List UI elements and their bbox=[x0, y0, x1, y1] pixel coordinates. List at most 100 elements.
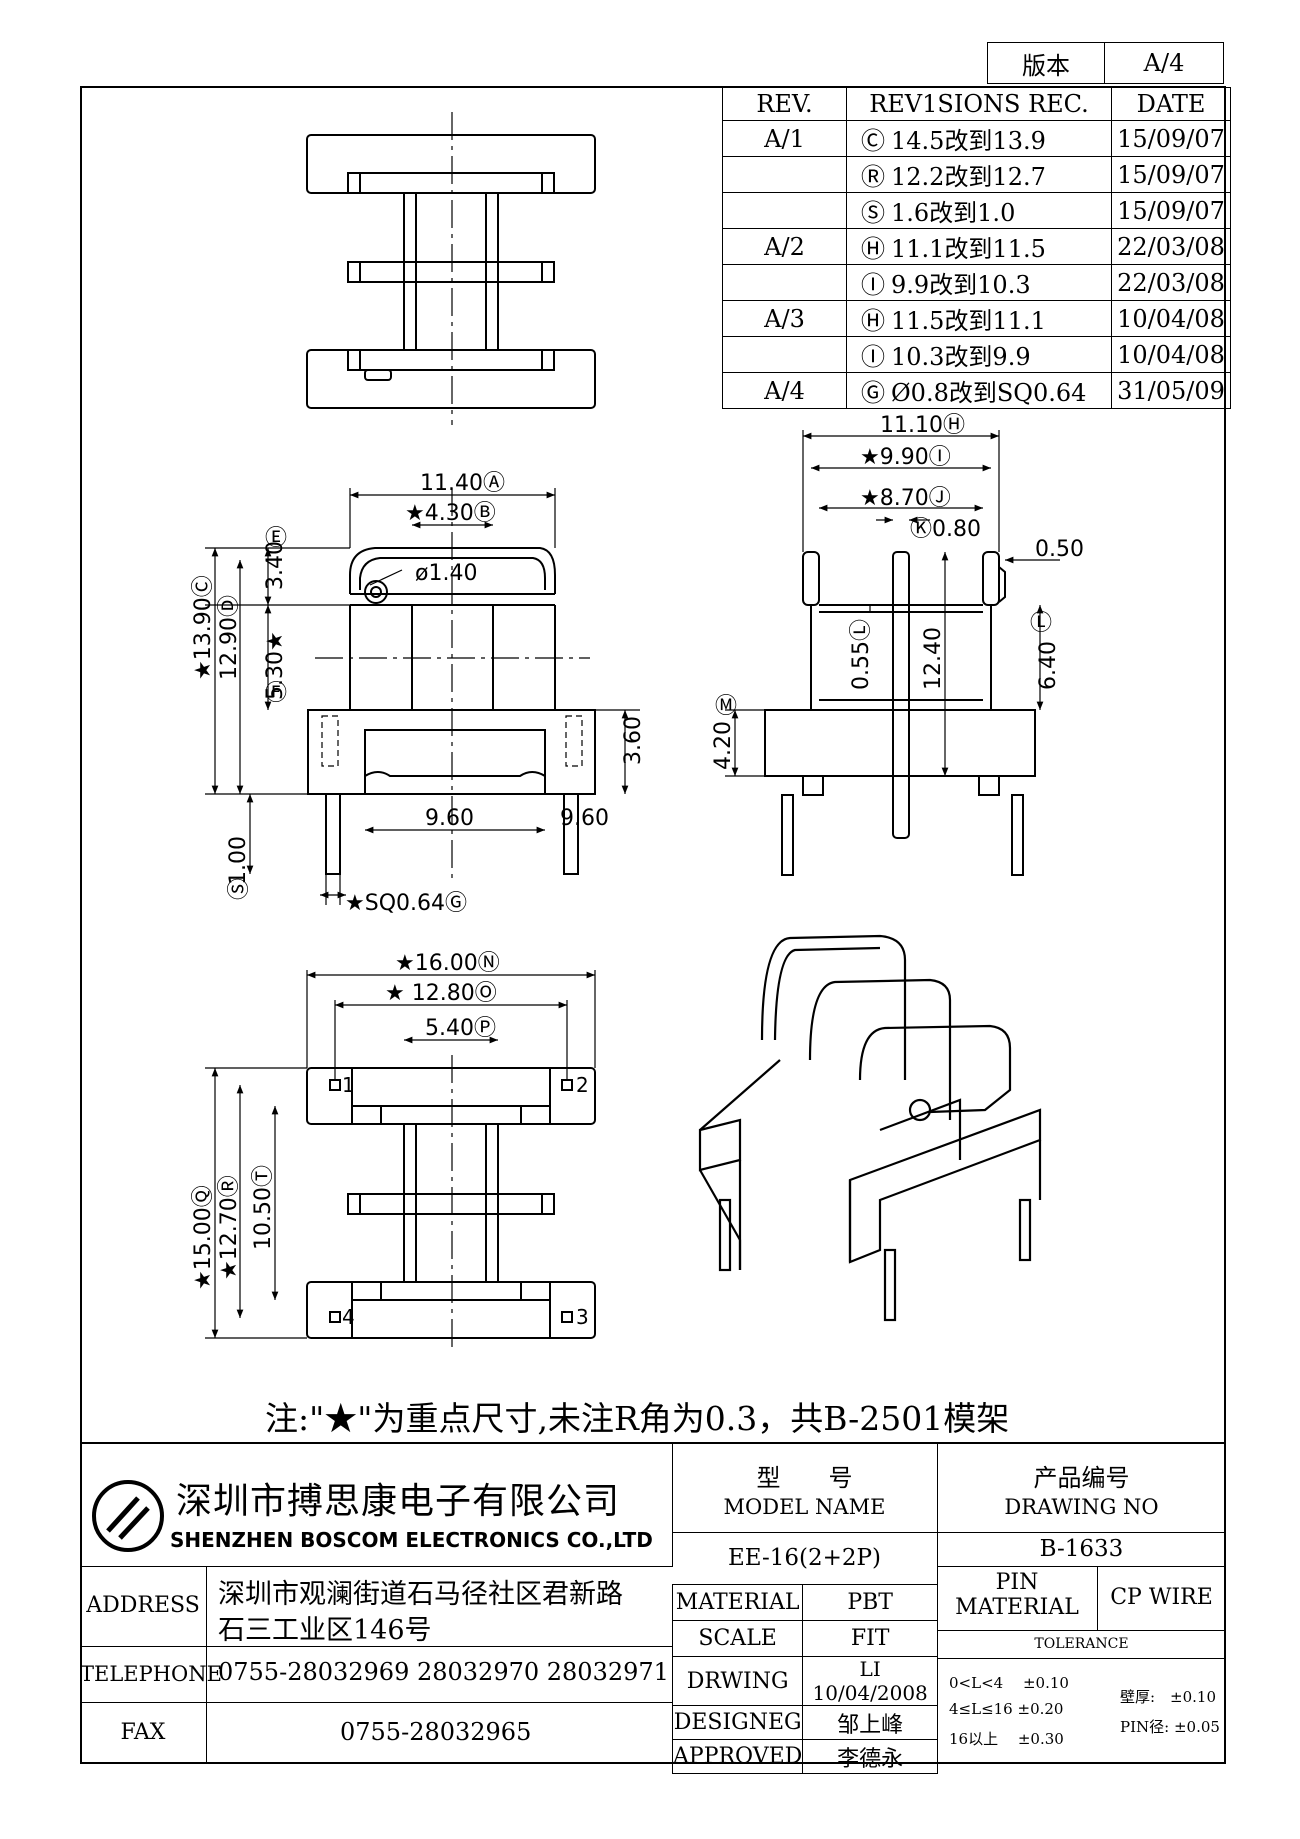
tol-2: 4≤L≤16 ±0.20 bbox=[949, 1700, 1064, 1718]
revision-mark-icon: Ⓖ bbox=[861, 379, 885, 407]
dim-lines-bottom bbox=[205, 970, 596, 1339]
title-block: 深圳市搏思康电子有限公司 SHENZHEN BOSCOM ELECTRONICS… bbox=[80, 1442, 1226, 1774]
technical-drawing: 11.40Ⓐ ★4.30Ⓑ Ⓔ Ⓕ ø1.40 9.60 9.60 ★SQ0.6… bbox=[191, 112, 1084, 1350]
dim-s100: 1.00 bbox=[226, 836, 251, 885]
drawing-border bbox=[80, 86, 1226, 1764]
dim-v050: 0.50 bbox=[1035, 537, 1084, 562]
revision-mark-icon: Ⓡ bbox=[861, 163, 885, 191]
version-label: 版本 bbox=[987, 42, 1105, 84]
material-label: MATERIAL bbox=[671, 1584, 804, 1621]
revision-text: 11.1改到11.5 bbox=[891, 235, 1046, 263]
address-line1: 深圳市观澜街道石马径社区君新路 bbox=[218, 1579, 623, 1610]
bottom-view bbox=[306, 1055, 596, 1350]
company-name-en: SHENZHEN BOSCOM ELECTRONICS CO.,LTD bbox=[170, 1528, 653, 1552]
dim-l2: Ⓛ bbox=[1030, 611, 1052, 636]
revision-text: 10.3改到9.9 bbox=[891, 343, 1031, 371]
dim-s-mark: Ⓢ bbox=[227, 878, 252, 900]
pin-material-label2: MATERIAL bbox=[955, 1595, 1079, 1620]
dim-m: Ⓜ bbox=[715, 694, 737, 719]
dim-h: 11.10Ⓗ bbox=[880, 413, 965, 438]
tol-3: 16以上 ±0.30 bbox=[949, 1730, 1064, 1748]
scale-label: SCALE bbox=[671, 1620, 804, 1657]
rev-cell: A/4 bbox=[722, 372, 847, 409]
dim-v640: 6.40 bbox=[1036, 641, 1061, 690]
dim-r: ★12.70Ⓡ bbox=[217, 1175, 242, 1280]
rev-header-rev: REV. bbox=[722, 87, 847, 121]
dim-w960-label: 9.60 bbox=[425, 806, 474, 831]
dim-l1: 0.55Ⓛ bbox=[849, 619, 874, 690]
dim-c: ★13.90Ⓒ bbox=[191, 575, 216, 680]
pin-material-value: CP WIRE bbox=[1097, 1566, 1226, 1631]
dim-e: Ⓔ bbox=[265, 526, 287, 551]
designer-value: 邹上峰 bbox=[802, 1705, 938, 1740]
dim-w960: 9.60 bbox=[560, 806, 609, 831]
dim-o: ★ 12.80Ⓞ bbox=[385, 981, 497, 1006]
dim-j: ★8.70Ⓙ bbox=[860, 486, 951, 511]
address-line2: 石三工业区146号 bbox=[218, 1615, 432, 1646]
dim-a: 11.40Ⓐ bbox=[420, 471, 505, 496]
dim-k: Ⓚ0.80 bbox=[910, 517, 981, 542]
revision-mark-icon: Ⓘ bbox=[861, 343, 885, 371]
dim-b: ★4.30Ⓑ bbox=[405, 501, 496, 526]
rev-header-date: DATE bbox=[1111, 87, 1231, 121]
telephone-value: 0755-28032969 28032970 28032971 bbox=[218, 1658, 669, 1686]
version-value: A/4 bbox=[1104, 42, 1224, 84]
revision-mark-icon: Ⓗ bbox=[861, 307, 885, 335]
drawing-cn: 产品编号 bbox=[1033, 1464, 1130, 1492]
pin-3-label: 3 bbox=[576, 1305, 589, 1329]
top-view bbox=[306, 112, 596, 425]
dim-h360: 3.60 bbox=[621, 716, 646, 765]
drawing-by-label: DRWING bbox=[671, 1656, 804, 1706]
dim-i: ★9.90Ⓘ bbox=[860, 445, 951, 470]
rev-header-rec: REV1SIONS REC. bbox=[846, 87, 1112, 121]
rev-cell: A/2 bbox=[722, 228, 847, 265]
wall-tol: 壁厚: ±0.10 bbox=[1120, 1688, 1217, 1706]
dim-t: 10.50Ⓣ bbox=[251, 1165, 276, 1250]
tolerance-label: TOLERANCE bbox=[937, 1630, 1226, 1659]
dim-e-val: 3.40 bbox=[263, 541, 288, 590]
dim-v420: 4.20 bbox=[711, 721, 736, 770]
approved-value: 李德永 bbox=[802, 1739, 938, 1774]
rev-cell: A/3 bbox=[722, 300, 847, 337]
revision-text: 14.5改到13.9 bbox=[891, 127, 1046, 155]
revision-text: 11.5改到11.1 bbox=[891, 307, 1046, 335]
fax-label: FAX bbox=[80, 1702, 207, 1764]
dim-f-val: 5.30★ bbox=[263, 631, 288, 700]
scale-value: FIT bbox=[802, 1620, 938, 1657]
rev-cell bbox=[722, 192, 847, 229]
pin-material-label: PIN MATERIAL bbox=[937, 1566, 1098, 1631]
rev-date-cell: 15/09/07 bbox=[1111, 156, 1231, 193]
drawing-header: 产品编号 DRAWING NO bbox=[937, 1444, 1226, 1533]
company-area: 深圳市搏思康电子有限公司 SHENZHEN BOSCOM ELECTRONICS… bbox=[80, 1444, 673, 1567]
fax-value: 0755-28032965 bbox=[340, 1718, 532, 1746]
telephone-label: TELEPHONE bbox=[80, 1646, 222, 1702]
revision-mark-icon: Ⓒ bbox=[861, 127, 885, 155]
divider bbox=[80, 1702, 672, 1703]
front-view bbox=[307, 488, 596, 880]
revision-mark-icon: Ⓢ bbox=[861, 199, 885, 227]
dim-f: Ⓕ bbox=[265, 681, 287, 706]
divider bbox=[80, 1646, 672, 1647]
dim-lines-side bbox=[725, 430, 1060, 777]
rev-date-cell: 22/03/08 bbox=[1111, 264, 1231, 301]
rev-date-cell: 10/04/08 bbox=[1111, 300, 1231, 337]
revision-text: Ø0.8改到SQ0.64 bbox=[891, 379, 1087, 407]
revision-mark-icon: Ⓗ bbox=[861, 235, 885, 263]
model-en: MODEL NAME bbox=[723, 1495, 886, 1519]
dim-lines-front bbox=[205, 488, 640, 905]
designer-label: DESIGNEG bbox=[671, 1705, 804, 1740]
dim-p: 5.40Ⓟ bbox=[425, 1016, 496, 1041]
model-cn: 型 号 bbox=[756, 1464, 853, 1492]
tol-1: 0<L<4 ±0.10 bbox=[949, 1674, 1069, 1692]
rev-date-cell: 10/04/08 bbox=[1111, 336, 1231, 373]
